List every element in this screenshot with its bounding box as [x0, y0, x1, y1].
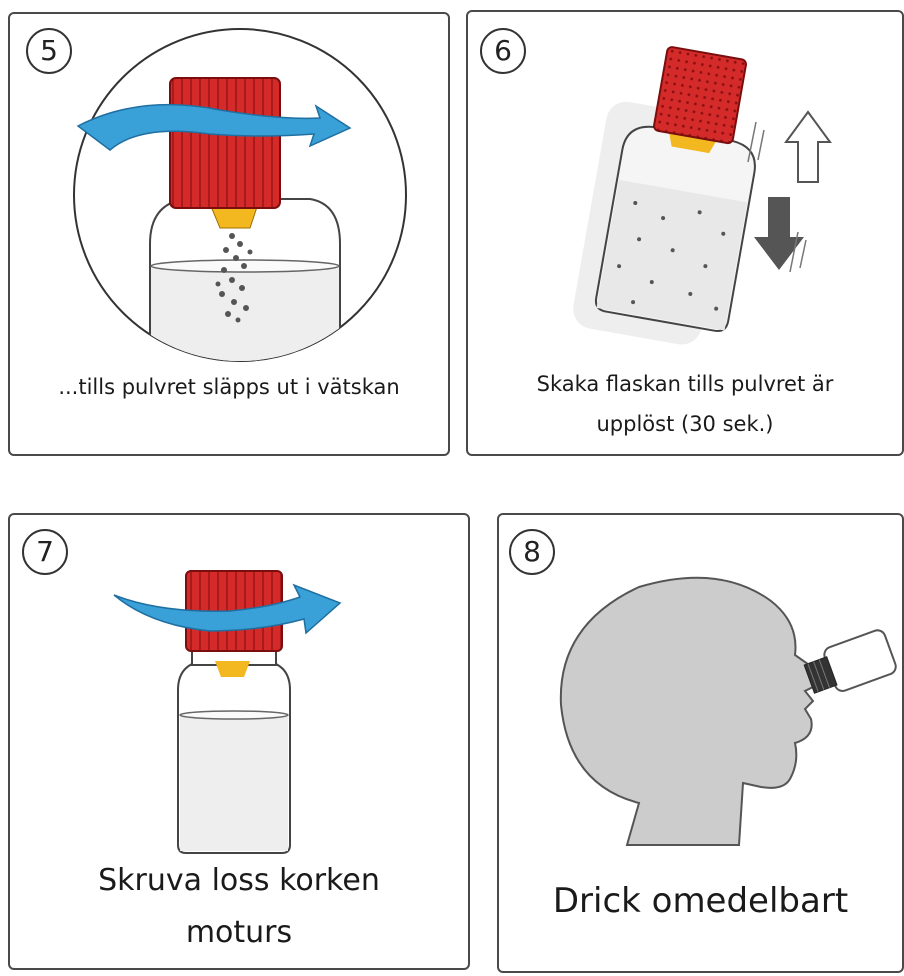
step-number: 6 — [480, 28, 526, 74]
step-5-panel: 5 ...tills pulvret släpps ut i vätskan — [8, 12, 450, 456]
step-number: 8 — [509, 529, 555, 575]
step-caption: ...tills pulvret släpps ut i vätskan — [10, 368, 448, 406]
step-6-panel: 6 Skaka flaskan tills pulvret är upplöst… — [466, 10, 904, 456]
step-number: 7 — [22, 529, 68, 575]
step-caption: Skaka flaskan tills pulvret är upplöst (… — [468, 364, 902, 444]
step-caption: Drick omedelbart — [499, 877, 902, 925]
step-8-panel: 8 Drick omedelbart — [497, 513, 904, 973]
step-7-panel: 7 Skruva loss korken moturs — [8, 513, 470, 970]
step-number: 5 — [26, 28, 72, 74]
step-caption: Skruva loss korken moturs — [10, 855, 468, 959]
